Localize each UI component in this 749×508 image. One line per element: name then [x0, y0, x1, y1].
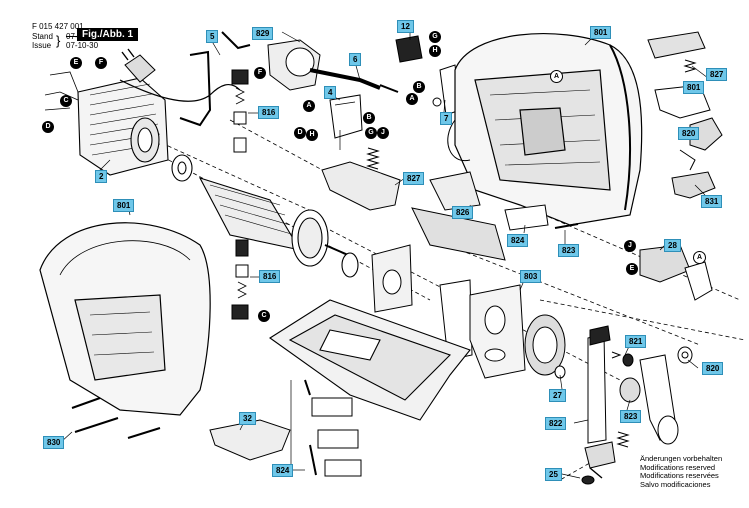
part-tag-831: 831: [701, 195, 723, 208]
part-tag-816-lower: 816: [259, 270, 281, 283]
part-tag-4: 4: [324, 86, 337, 99]
note-es: Salvo modificaciones: [640, 479, 711, 489]
part-tag-821: 821: [625, 335, 647, 348]
part-tag-820-lower: 820: [702, 362, 724, 375]
document-number: F 015 427 001: [32, 22, 84, 31]
callout-A-part28: A: [693, 251, 706, 264]
callout-B-switch: B: [363, 112, 375, 124]
stator: [77, 77, 169, 176]
part-tag-824-mid: 824: [507, 234, 529, 247]
housing-half-left: [39, 222, 211, 416]
callout-E-part28: E: [626, 263, 638, 275]
armature: [171, 154, 359, 278]
part-tag-830: 830: [43, 436, 65, 449]
part-tag-827-mid: 827: [403, 172, 425, 185]
part-tag-829: 829: [252, 27, 274, 40]
part-tag-820-top: 820: [678, 127, 700, 140]
part-tag-823-mid: 823: [558, 244, 580, 257]
callout-D-switch: D: [294, 127, 306, 139]
part-tag-7: 7: [440, 112, 453, 125]
callout-A-housing: A: [550, 70, 563, 83]
bracket: }: [56, 33, 61, 48]
housing-half-right: [447, 32, 643, 226]
part-tag-823-lower: 823: [620, 410, 642, 423]
callout-F-wire: F: [95, 57, 107, 69]
part-tag-27: 27: [549, 389, 566, 402]
note-de: Änderungen vorbehalten: [640, 454, 723, 463]
part-tag-803: 803: [520, 270, 542, 283]
callout-H-switch: H: [429, 45, 441, 57]
part-tag-801-bracket: 801: [683, 81, 705, 94]
callout-J-switch-body: J: [377, 127, 389, 139]
callout-J-part28: J: [624, 240, 636, 252]
part-tag-2: 2: [95, 170, 108, 183]
callout-G-switch-body: G: [365, 127, 377, 139]
issue-label: Issue: [32, 41, 52, 50]
part-tag-6: 6: [349, 53, 362, 66]
part-tag-822: 822: [545, 417, 567, 430]
callout-H-switch-body: H: [306, 129, 318, 141]
part-tag-824-lower: 824: [272, 464, 294, 477]
part-tag-25: 25: [545, 468, 562, 481]
callout-A-switch: A: [303, 100, 315, 112]
part-tag-32: 32: [239, 412, 256, 425]
part-tag-12: 12: [397, 20, 414, 33]
part-tag-801-right: 801: [590, 26, 612, 39]
callout-F-brush: F: [254, 67, 266, 79]
callout-D-wire: D: [42, 121, 54, 133]
part-tag-801-left: 801: [113, 199, 135, 212]
figure-label: Fig./Abb. 1: [77, 28, 139, 41]
stand-label: Stand: [32, 32, 53, 41]
callout-G-switch: G: [429, 31, 441, 43]
note-en: Modifications reserved: [640, 462, 716, 472]
callout-A-cable: A: [406, 93, 418, 105]
part-tag-827-top: 827: [706, 68, 728, 81]
part-tag-28: 28: [664, 239, 681, 252]
callout-C-brush: C: [258, 310, 270, 322]
note-fr: Modifications reservées: [640, 471, 719, 481]
part-tag-816-top: 816: [258, 106, 280, 119]
part-tag-5: 5: [206, 30, 219, 43]
base-plate: [269, 299, 471, 421]
part-tag-826: 826: [452, 206, 474, 219]
callout-C-wire: C: [60, 95, 72, 107]
callout-E-wire: E: [70, 57, 82, 69]
modifications-note: Änderungen vorbehalten Modifications res…: [640, 454, 723, 489]
callout-B-cable: B: [413, 81, 425, 93]
issue-date: 07-10-30: [66, 41, 99, 50]
